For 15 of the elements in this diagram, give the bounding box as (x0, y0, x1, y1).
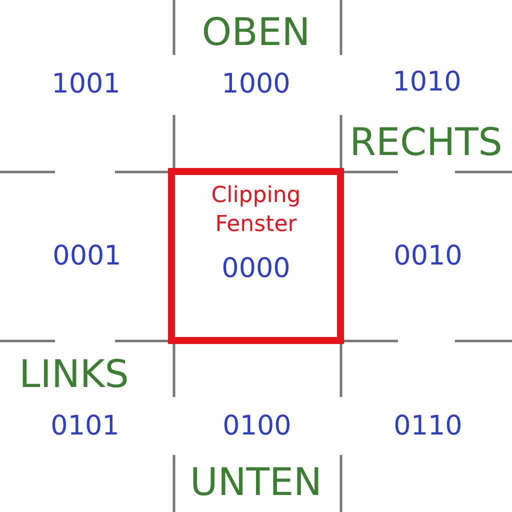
direction-label: OBEN (202, 13, 310, 51)
region-code: 1001 (52, 70, 120, 98)
region-code: 0101 (50, 412, 120, 440)
direction-label: RECHTS (350, 123, 502, 161)
window-title: Clipping Fenster (210, 182, 302, 239)
region-code: 0001 (52, 242, 122, 270)
region-code: 0110 (394, 412, 462, 440)
region-code: 0100 (222, 412, 292, 440)
clipping-window (168, 168, 344, 344)
region-code: 0010 (394, 242, 462, 270)
direction-label: LINKS (19, 355, 129, 393)
region-code: 0000 (222, 255, 290, 282)
region-code: 1010 (392, 68, 462, 96)
direction-label: UNTEN (190, 463, 322, 501)
region-code: 1000 (222, 70, 290, 98)
